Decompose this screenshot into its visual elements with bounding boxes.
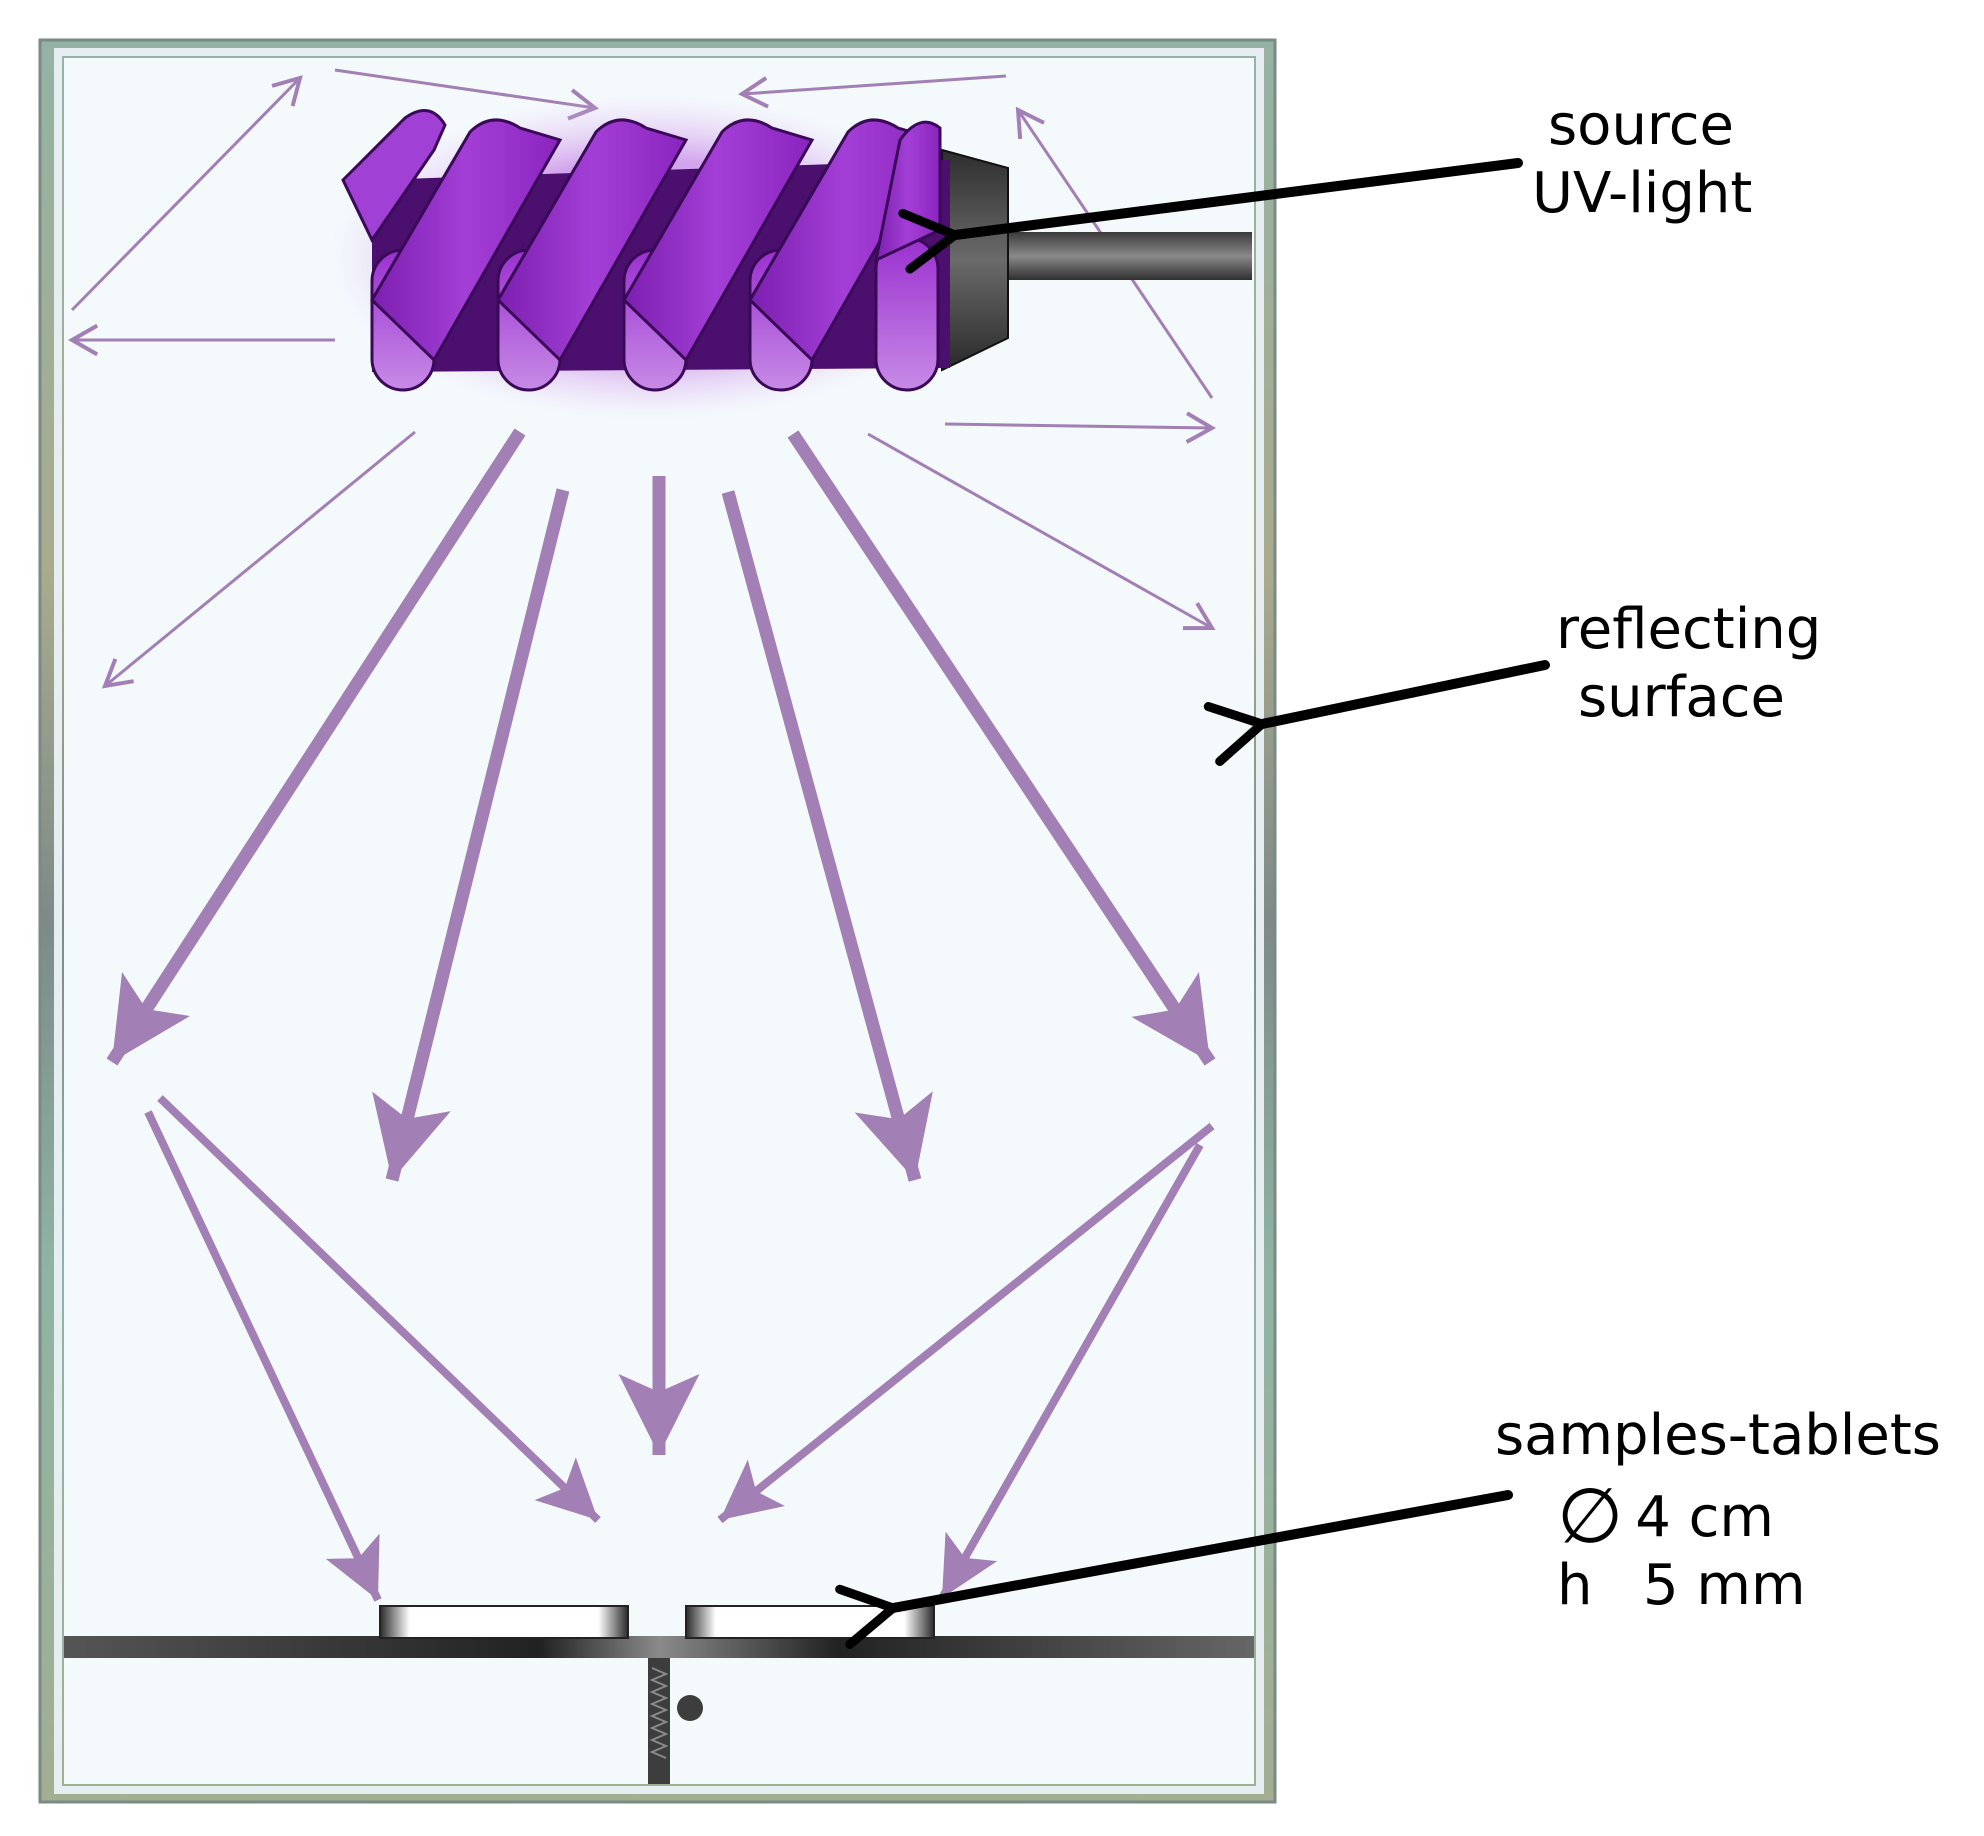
uv-rays [106, 428, 1216, 1455]
source-label-line2: UV-light [1532, 161, 1753, 226]
reflected-ray [101, 430, 416, 689]
samples-diameter-value: 4 cm [1635, 1485, 1774, 1550]
lower-ray [157, 1095, 601, 1523]
samples-callout-arrow [835, 1490, 1513, 1649]
reflecting-label-line1: reflecting [1556, 597, 1822, 662]
samples-height-value: 5 mm [1643, 1553, 1806, 1618]
samples-tablets-label: samples-tablets ∅4 cm h 5 mm [1495, 1402, 1941, 1620]
reflecting-callout-arrow [1203, 660, 1550, 766]
samples-label-line1: samples-tablets [1495, 1403, 1941, 1468]
diameter-symbol-icon: ∅ [1557, 1471, 1624, 1560]
callout-arrows [835, 158, 1550, 1649]
uv-ray [372, 488, 570, 1182]
lower-ray [144, 1110, 382, 1602]
reflected-rays [68, 68, 1216, 689]
uv-ray [721, 490, 933, 1182]
samples-height-row: h 5 mm [1557, 1552, 1941, 1620]
source-label-line1: source [1548, 93, 1734, 158]
reflected-ray [738, 74, 1007, 109]
lamp-holder-rod [990, 232, 1252, 280]
lower-rays [144, 1095, 1215, 1602]
lower-ray [717, 1122, 1215, 1524]
samples-height-symbol: h [1557, 1553, 1593, 1618]
source-uv-light-label: source UV-light [1532, 92, 1752, 228]
lower-ray [938, 1143, 1204, 1600]
source-callout-arrow [898, 158, 1523, 274]
reflecting-label-line2: surface [1578, 665, 1785, 730]
reflected-ray [944, 411, 1216, 444]
stand-rod-icon [648, 1658, 703, 1784]
reflected-ray [70, 75, 303, 312]
reflected-ray [867, 432, 1216, 631]
samples-diameter-row: ∅4 cm [1557, 1471, 1941, 1560]
lamp-socket [941, 148, 1009, 372]
reflecting-surface-label: reflecting surface [1556, 596, 1821, 732]
uv-ray [787, 430, 1216, 1066]
uv-ray [106, 428, 526, 1066]
sample-tablet-icon [379, 1605, 629, 1639]
uv-coil-lamp-icon [330, 95, 1252, 420]
